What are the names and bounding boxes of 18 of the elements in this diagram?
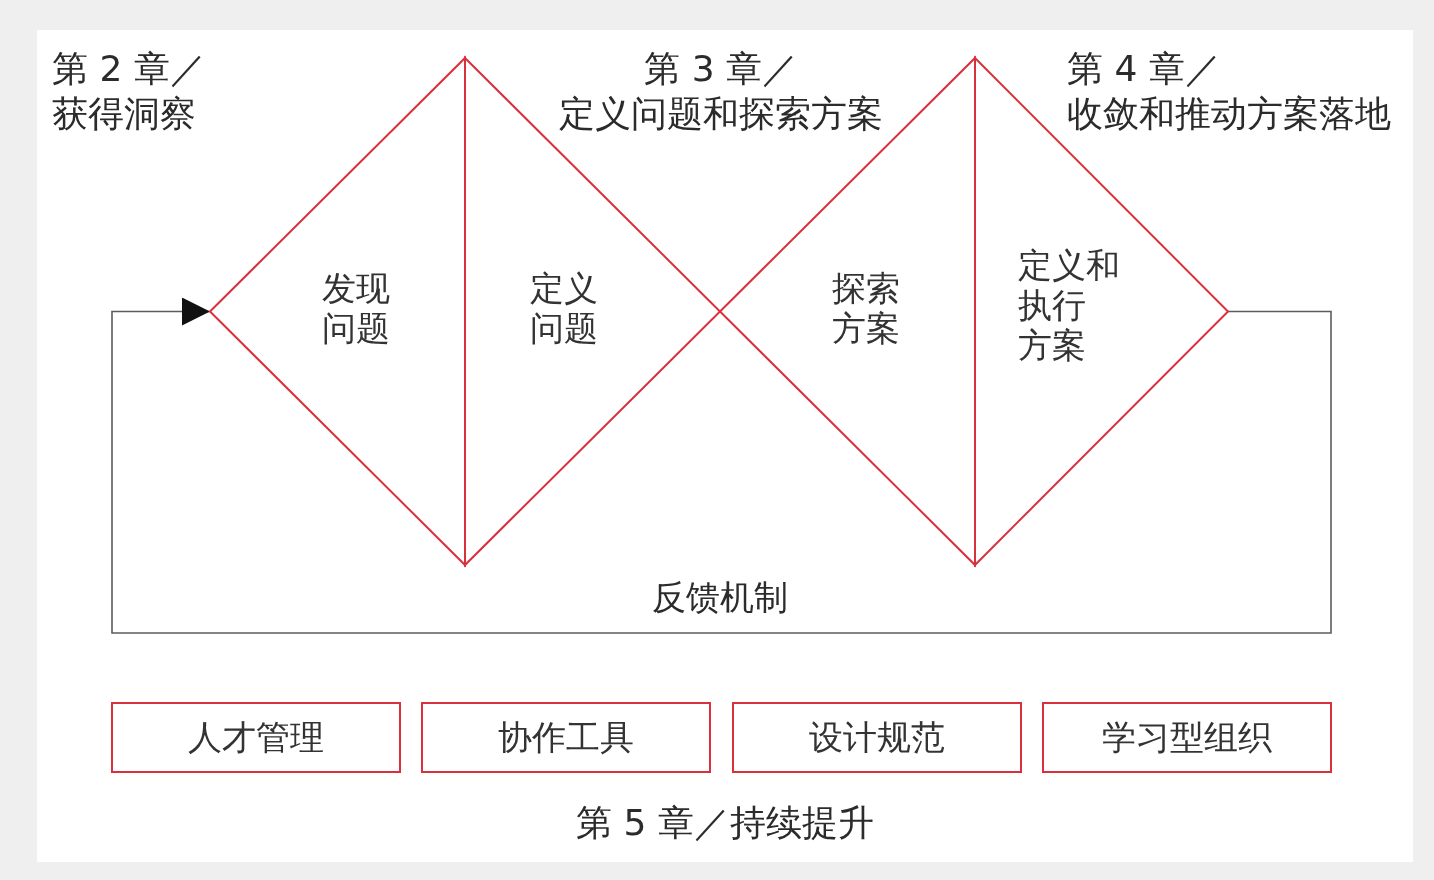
- phase-triangle: [210, 58, 465, 565]
- topic-text: 学习型组织: [1102, 717, 1272, 758]
- topic-box: [732, 702, 1022, 773]
- feedback-loop-arrow: [111, 297, 1332, 634]
- topic-text: 设计规范: [809, 717, 945, 758]
- phase-text: 发现问题: [322, 268, 391, 349]
- topic-text: 协作工具: [498, 717, 634, 758]
- topic-box: [111, 702, 401, 773]
- topic-box: [1042, 702, 1332, 773]
- phase-text: 定义问题: [530, 268, 599, 349]
- chapter-heading: 第 5 章／持续提升: [576, 801, 874, 845]
- topic-box: [421, 702, 711, 773]
- chapter-heading: 第 2 章／获得洞察: [52, 47, 207, 136]
- phase-text: 探索方案: [832, 268, 901, 349]
- phase-text: 定义和执行方案: [1018, 245, 1121, 368]
- chapter-heading: 第 3 章／定义问题和探索方案: [558, 47, 885, 136]
- chapter-heading: 第 4 章／收敛和推动方案落地: [1067, 47, 1392, 136]
- topic-text: 人才管理: [188, 717, 324, 758]
